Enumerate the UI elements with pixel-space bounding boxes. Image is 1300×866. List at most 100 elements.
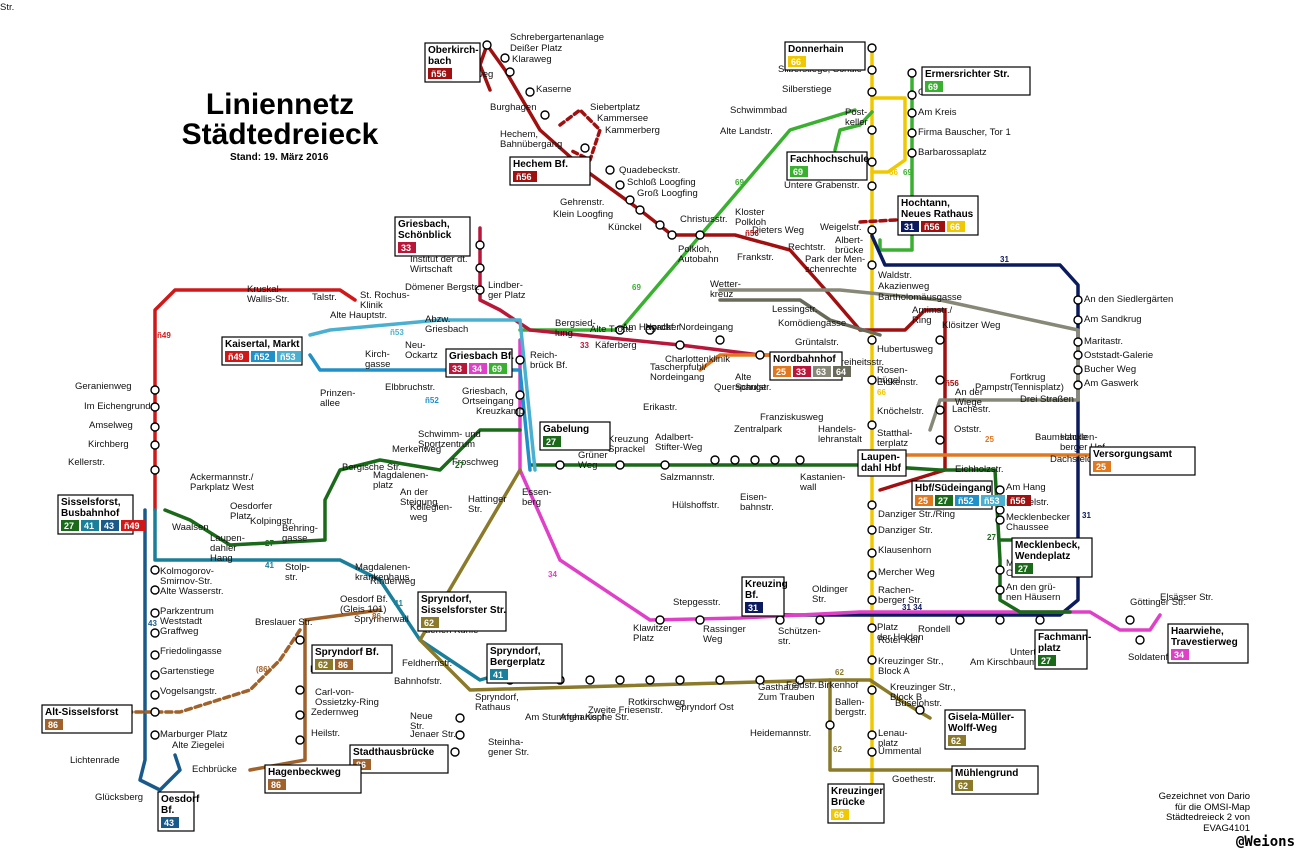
stop-marker [710,455,720,465]
stop-label-line: Buselohstr. [895,698,942,709]
line-badge [315,659,333,670]
stop-label-line: Spryndorf Ost [675,702,734,713]
line-badge-label: 43 [104,521,114,531]
stop-label-line: Kreuzung [608,434,649,445]
stop-marker [867,335,877,345]
stop-label-line: Hattinger [468,494,507,505]
stop-label-line: Str. [812,594,826,605]
stop-marker [907,68,917,78]
stop-label: Institut der dt.Wirtschaft [410,254,468,275]
stop-label: Am Stummen Kopf [525,712,605,723]
terminal-name-line: Nordbahnhof [773,354,836,365]
stop-label-line: Kreuzkamp [476,406,524,417]
stop-label: Rotkirschweg [628,697,685,708]
stop-label: Klausenhorn [878,545,931,556]
stop-marker [867,157,877,167]
stop-label: Rosen-hügel [877,365,908,386]
stop-marker [867,655,877,665]
line-badge-label: 31 [748,603,758,613]
stop-label-line: Magdalenen- [355,562,410,573]
stop-marker [655,220,665,230]
stop-label-line: Hang [210,553,233,564]
stop-label-line: Steinha- [488,737,523,748]
stop-label: Kaserne [536,84,571,95]
stop-marker [867,747,877,757]
stop-label-line: Klawitzer [633,623,672,634]
route-line-41 [153,508,552,682]
line-badge [1007,495,1031,506]
stop-label-line: Bergische Str. [342,462,401,473]
map-date: Stand: 19. März 2016 [230,152,329,163]
stop-label: Oststr. [954,424,981,435]
stop-marker [1125,615,1135,625]
stop-marker [475,263,485,273]
line-badge [925,81,943,92]
terminal-hechem: Hechem Bf.ñ56 [509,156,591,186]
route-number-tag: 69 [735,178,744,187]
stop-marker [655,615,665,625]
stop-label: Barbarossaplatz [918,147,987,158]
stop-label-line: Merkenweg [392,444,441,455]
stop-label-line: Griesbach [425,324,468,335]
stop-label: Griesbach,Ortseingang [462,386,514,407]
stop-label-line: platz [878,738,898,749]
stop-marker [715,675,725,685]
credit-line: Städtedreieck 2 von [1166,812,1250,823]
stop-label-line: Zum Trauben [758,692,815,703]
stop-label-line: Oldinger [812,584,848,595]
stop-label: An den grü-nen Häusern [1006,582,1060,603]
stop-label: Burghagen [490,102,536,113]
stop-label-line: Spryndorf, [475,692,519,703]
stop-label: Danziger Str. [878,525,933,536]
stop-label-line: Burghagen [490,102,536,113]
stop-marker [935,335,945,345]
stop-label-line: Ballen- [835,697,865,708]
route-number-tag: 31 [1000,255,1009,264]
stop-marker [295,635,305,645]
stop-label-line: Wirtschaft [410,264,453,275]
stop-label-line: Christusstr. [680,214,728,225]
stop-label-line: Neue [410,711,433,722]
stop-label-line: Oststr. [954,424,981,435]
route-number-tag: 27 [265,539,274,548]
stop-label-line: Nordeingang [650,372,704,383]
line-badge-label: 25 [918,496,928,506]
terminal-name-line: Spryndorf, [421,594,472,605]
stop-label: Komödiengasse [778,318,846,329]
line-badge-label: 62 [958,781,968,791]
terminal-name: Spryndorf,Bergerplatz [490,646,545,668]
stop-label-line: Block A [878,666,910,677]
route-line-69 [518,108,857,332]
stop-label-line: St. Rochus- [360,290,410,301]
line-badge [101,520,119,531]
stop-label-line: der Helden [877,632,923,643]
stop-label-line: Birkenhof [818,680,858,691]
line-badge-label: ñ49 [228,352,244,362]
line-badge [947,221,965,232]
route-number-tag: 27 [987,533,996,542]
stop-label-line: hügel [877,375,900,386]
stop-label: Prinzen-allee [320,388,355,409]
stop-marker [795,675,805,685]
stop-label-line: Tascherpfuhl/ [650,362,707,373]
stop-label-line: Griesbach, [462,386,508,397]
stop-label: Elbbruchstr. [385,382,435,393]
stop-label: Amselweg [89,420,133,431]
stop-label-line: str. [778,636,791,647]
stop-label: Kolmogorov-Smirnov-Str. [160,566,214,587]
stop-label-line: Ossietzky-Ring [315,697,379,708]
terminal-name-line: Stadthausbrücke [353,747,435,758]
stop-label-line: schenrechte [805,264,857,275]
stop-label: Salzmannstr. [660,472,715,483]
stop-label-line: berger Str. [878,595,922,606]
stop-label-line: Geranienweg [75,381,132,392]
terminal-name: Fachmann-platz [1038,632,1091,654]
stop-label: Eickenstr. [877,377,918,388]
route-line-53 [308,318,537,472]
stop-label: Handels-lehranstalt [818,424,862,445]
route-line-56 [478,43,492,92]
